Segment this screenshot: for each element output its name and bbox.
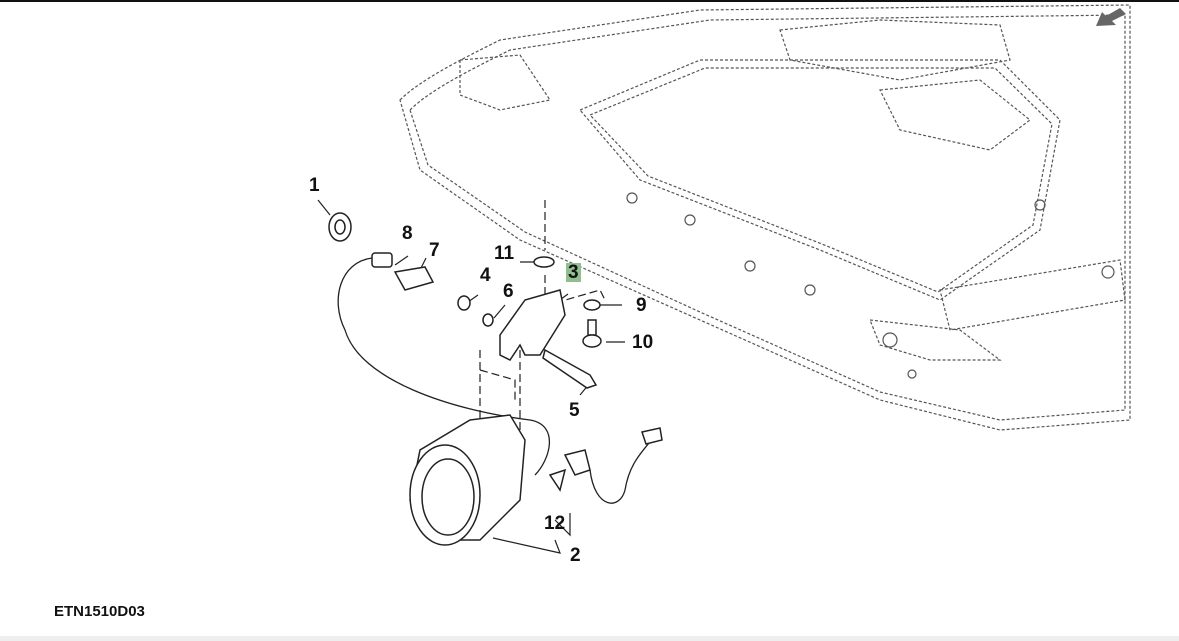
parts — [328, 212, 663, 546]
wire-harness — [337, 257, 656, 504]
callout-3-highlighted[interactable]: 3 — [566, 262, 581, 283]
mounting-holes — [626, 192, 1115, 379]
footer-bar — [0, 636, 1179, 641]
hood-panel-outline — [399, 4, 1131, 431]
top-border — [0, 0, 1179, 2]
callout-2[interactable]: 2 — [570, 545, 581, 566]
callout-12[interactable]: 12 — [544, 513, 566, 534]
callout-10[interactable]: 10 — [632, 332, 654, 353]
callout-8[interactable]: 8 — [402, 223, 413, 244]
callout-4[interactable]: 4 — [480, 265, 491, 286]
figure-id: ETN1510D03 — [54, 603, 145, 620]
leader-lines — [317, 199, 625, 554]
arrow-back-icon[interactable] — [1094, 6, 1134, 28]
callout-7[interactable]: 7 — [429, 240, 440, 261]
callout-5[interactable]: 5 — [569, 400, 580, 421]
callout-9[interactable]: 9 — [636, 295, 647, 316]
callout-6[interactable]: 6 — [503, 281, 514, 302]
callout-1[interactable]: 1 — [309, 175, 320, 196]
callout-11[interactable]: 11 — [494, 243, 515, 264]
